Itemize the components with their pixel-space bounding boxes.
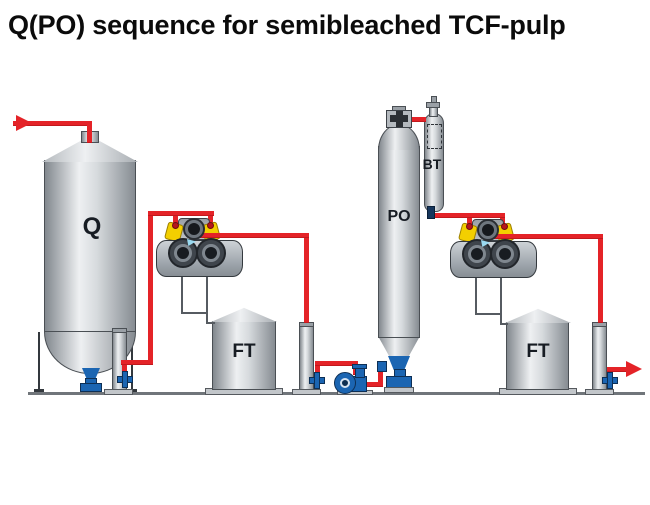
filtrate-line-1c xyxy=(206,277,208,324)
washer-2-inlet-dot-right xyxy=(501,223,508,230)
page-title: Q(PO) sequence for semibleached TCF-pulp xyxy=(8,10,566,40)
po-tower-shell xyxy=(378,146,420,338)
po-tower-label: PO xyxy=(387,208,411,225)
po-discharger-plate xyxy=(384,387,414,393)
q-tower-top-cone xyxy=(42,141,138,162)
standpipe-2-base xyxy=(292,389,321,395)
bt-vessel-label: BT xyxy=(422,156,442,172)
po-tower-bottom-cone xyxy=(378,336,420,358)
q-outlet-pipe xyxy=(121,360,153,365)
filtrate-tank-1-label: FT xyxy=(232,341,256,362)
washer-2-discharge-drop xyxy=(598,239,603,323)
washer-2-discharge-pipe xyxy=(491,234,603,239)
washer-2-roll-left xyxy=(462,239,492,269)
washer-1-discharge-pipe xyxy=(197,233,309,238)
filtrate-line-2d xyxy=(500,323,508,325)
washer-1-discharge-screw-icon xyxy=(185,220,203,238)
q-valve-stub xyxy=(122,364,127,373)
feed-flow-arrow-icon xyxy=(16,115,32,131)
filtrate-line-1b xyxy=(181,312,208,314)
filtrate-tank-2-shell xyxy=(506,322,569,390)
washer-1-roll-right xyxy=(196,238,226,268)
feed-pipe-horizontal xyxy=(13,121,92,126)
pump-suction-pipe xyxy=(315,361,358,366)
washer-1-feed-riser xyxy=(148,211,153,365)
washer-1-feed-manifold xyxy=(148,211,214,216)
po-discharger-cone xyxy=(388,356,410,370)
washer-1-discharge-drop xyxy=(304,238,309,323)
washer-1-roll-right-core xyxy=(202,244,220,262)
standpipe-3-base xyxy=(585,389,614,395)
standpipe-2-valve xyxy=(309,372,325,389)
washer-2-roll-right-core xyxy=(496,245,514,263)
q-standpipe-valve xyxy=(117,371,133,388)
mc-pump-hub-icon xyxy=(340,378,350,388)
q-tower-shell xyxy=(44,160,136,332)
standpipe-1-cap xyxy=(112,328,127,333)
filtrate-line-1d xyxy=(206,322,215,324)
washer-2-inlet-dot-left xyxy=(466,223,473,230)
washer-2-roll-right xyxy=(490,239,520,269)
feed-pipe-drop xyxy=(87,121,92,143)
po-separator-cross-h xyxy=(390,115,408,122)
po-discharger-flange xyxy=(377,361,387,372)
po-feed-riser xyxy=(378,366,383,387)
outlet-pipe xyxy=(607,367,629,372)
standpipe-2-valve-stub xyxy=(315,363,320,374)
washer-1-inlet-dot-left xyxy=(172,222,179,229)
valve-stem xyxy=(607,372,613,389)
q-tower-foot-left xyxy=(34,389,44,392)
po-to-bt-pipe xyxy=(410,117,426,122)
mc-pump-inlet xyxy=(355,368,365,378)
bt-outlet xyxy=(427,206,435,219)
ground-line xyxy=(28,392,645,395)
washer-1-feed-stub-right xyxy=(208,216,213,226)
valve-stem xyxy=(314,372,320,389)
q-tower-leg-left xyxy=(38,332,40,392)
filtrate-tank-2-label: FT xyxy=(526,341,550,362)
standpipe-3-valve xyxy=(602,372,618,389)
filtrate-line-2b xyxy=(475,313,501,315)
outlet-flow-arrow-icon xyxy=(626,361,642,377)
washer-1-inlet-dot-right xyxy=(207,222,214,229)
q-discharger-base xyxy=(80,383,102,392)
washer-2-feed-manifold xyxy=(431,213,505,218)
bt-screen-dashed-box xyxy=(427,124,442,149)
washer-1-feed-stub-left xyxy=(173,216,178,226)
washer-2-roll-left-core xyxy=(468,245,486,263)
q-discharger-cone xyxy=(82,368,100,379)
washer-2-spray-icon xyxy=(481,240,490,247)
pump-discharge-pipe xyxy=(365,382,383,387)
washer-2-discharge-screw-icon xyxy=(479,221,497,239)
filtrate-tank-1-roof xyxy=(211,307,277,322)
filtrate-line-1a xyxy=(181,277,183,314)
standpipe-1-base xyxy=(104,389,133,395)
filtrate-tank-2-roof xyxy=(505,308,571,323)
bt-neck xyxy=(429,107,438,117)
q-tower-label: Q xyxy=(82,213,102,240)
filtrate-line-2a xyxy=(475,278,477,314)
valve-stem xyxy=(122,371,128,388)
washer-1-spray-icon xyxy=(187,239,196,246)
filtrate-line-2c xyxy=(500,278,502,324)
mc-pump-casing xyxy=(334,372,356,394)
washer-1-roll-left-core xyxy=(174,244,192,262)
filtrate-tank-1-shell xyxy=(212,321,276,390)
